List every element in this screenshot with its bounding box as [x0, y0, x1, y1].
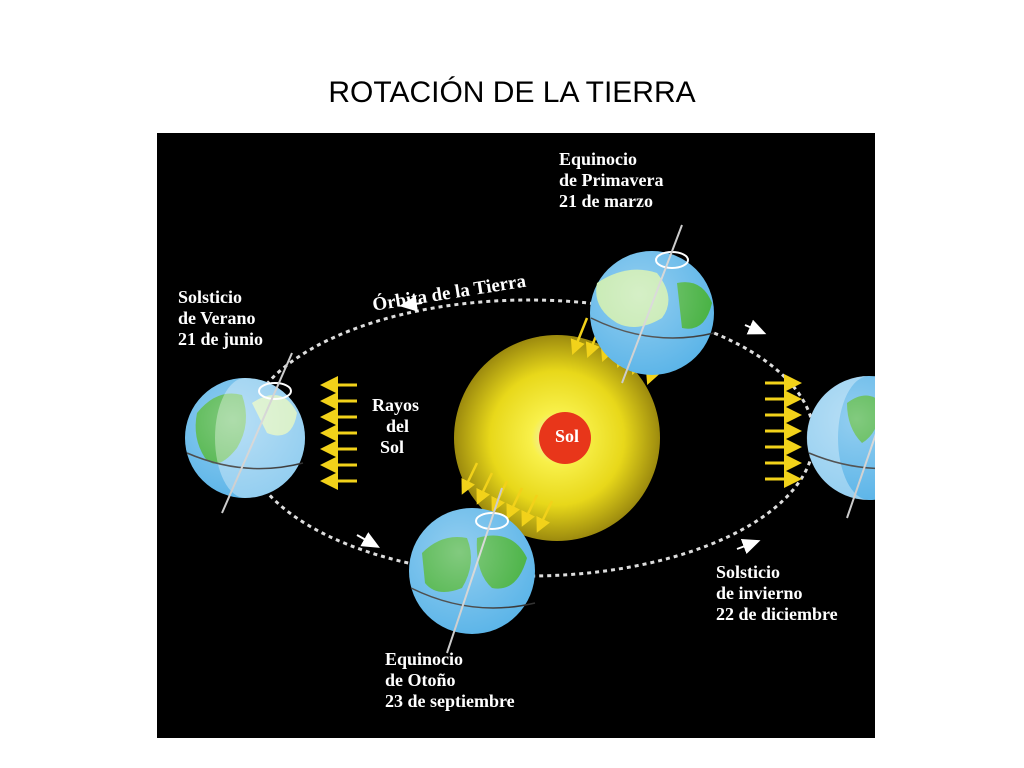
- earth-spring-globe: [590, 224, 715, 384]
- sun-core: [539, 412, 591, 464]
- rays-label: Rayos del Sol: [372, 395, 419, 458]
- spring-equinox-label: Equinocio de Primavera 21 de marzo: [559, 149, 663, 212]
- sun-label: Sol: [554, 426, 579, 446]
- sun-rays-right: [765, 374, 802, 488]
- summer-solstice-label: Solsticio de Verano 21 de junio: [178, 287, 263, 350]
- earth-orbit-diagram: Órbita de la Tierra Sol Rayos del Sol Eq…: [157, 133, 875, 738]
- sun-rays-left: [320, 376, 357, 490]
- diagram-graphics: [185, 224, 875, 654]
- rays-label-line: Rayos: [372, 395, 420, 415]
- summer-label-line: 21 de junio: [178, 329, 264, 349]
- orbit-arrow: [744, 319, 767, 335]
- spring-label-line: de Primavera: [559, 170, 664, 190]
- orbit-arrow: [736, 539, 761, 555]
- slide-title: ROTACIÓN DE LA TIERRA: [328, 76, 696, 109]
- earth-winter-globe: [806, 375, 875, 519]
- spring-label-line: Equinocio: [559, 149, 638, 169]
- rays-label-line: Sol: [380, 437, 405, 457]
- spring-label-line: 21 de marzo: [559, 191, 653, 211]
- earth-summer-globe: [185, 352, 305, 514]
- winter-solstice-label: Solsticio de invierno 22 de diciembre: [716, 562, 838, 625]
- autumn-label-line: Equinocio: [385, 649, 464, 669]
- autumn-label-line: 23 de septiembre: [385, 691, 515, 711]
- autumn-label-line: de Otoño: [385, 670, 456, 690]
- winter-label-line: Solsticio: [716, 562, 781, 582]
- earth-autumn-globe: [409, 487, 536, 654]
- summer-label-line: Solsticio: [178, 287, 243, 307]
- orbit-arrow: [356, 532, 380, 548]
- winter-label-line: de invierno: [716, 583, 803, 603]
- orbit-arrow: [399, 295, 423, 312]
- rays-label-line: del: [386, 416, 410, 436]
- winter-label-line: 22 de diciembre: [716, 604, 838, 624]
- autumn-equinox-label: Equinocio de Otoño 23 de septiembre: [385, 649, 515, 712]
- summer-label-line: de Verano: [178, 308, 256, 328]
